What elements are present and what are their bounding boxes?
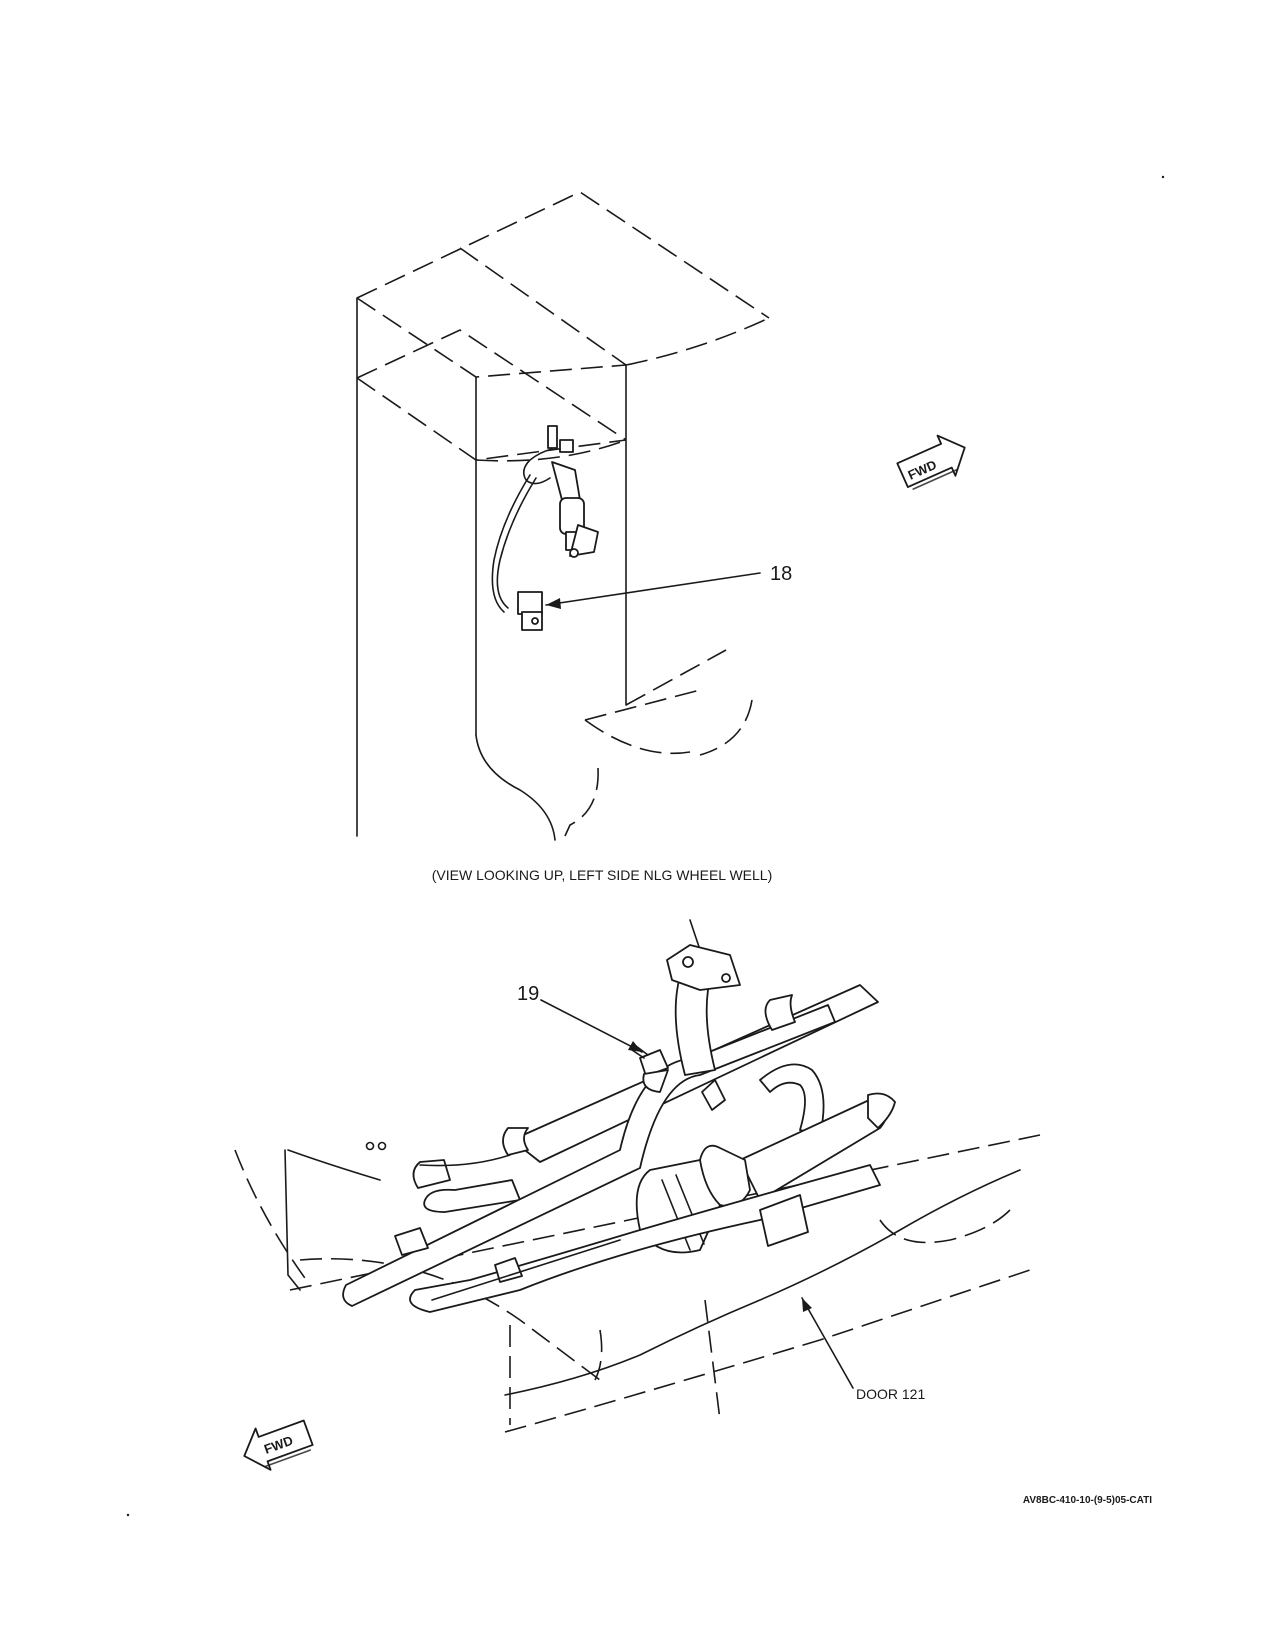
tube-assembly <box>342 944 896 1313</box>
callout-18-leader <box>545 572 761 609</box>
figure-id: AV8BC-410-10-(9-5)05-CATI <box>1023 1495 1152 1506</box>
callout-19-label: 19 <box>517 983 539 1005</box>
wiring-harness <box>491 425 599 613</box>
door-121-label: DOOR 121 <box>856 1386 925 1402</box>
top-view-drawing <box>356 191 770 841</box>
callout-19-leader <box>540 999 643 1053</box>
top-view-caption: (VIEW LOOKING UP, LEFT SIDE NLG WHEEL WE… <box>432 867 772 883</box>
fwd-arrow-bottom-icon <box>243 1419 314 1471</box>
scan-speck <box>126 1513 130 1517</box>
wheel-well-outline <box>356 191 770 841</box>
door-121-leader <box>801 1297 854 1389</box>
item-18-connector <box>517 591 543 631</box>
callout-18-label: 18 <box>770 563 792 585</box>
door-121-outline <box>234 919 1041 1433</box>
bottom-view-drawing <box>234 919 1041 1433</box>
fwd-arrow-top-icon <box>896 434 966 490</box>
scan-speck <box>1161 175 1165 179</box>
item-19-sensor <box>631 1045 669 1093</box>
